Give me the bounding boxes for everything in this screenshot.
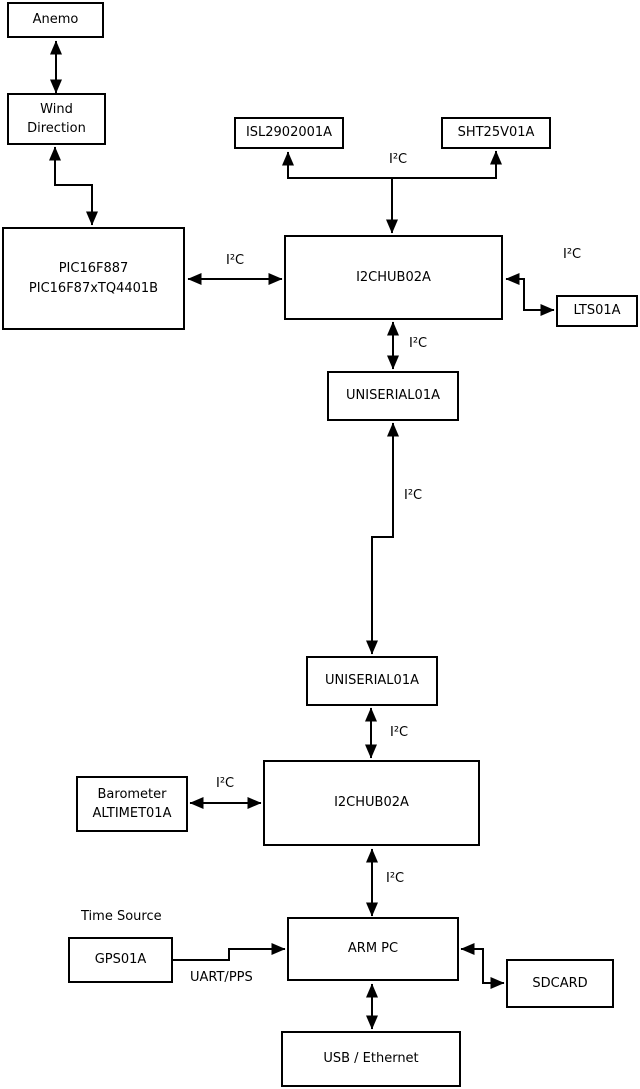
node-i2chub02a-bottom: I2CHUB02A — [263, 760, 480, 846]
node-gps01a-label: GPS01A — [94, 952, 147, 968]
node-barometer-altimet01a-label: Barometer ALTIMET01A — [92, 786, 172, 822]
node-sht25v01a-label: SHT25V01A — [457, 125, 535, 141]
node-uniserial01a-top: UNISERIAL01A — [327, 371, 459, 421]
node-sht25v01a: SHT25V01A — [441, 117, 551, 149]
node-usb-ethernet: USB / Ethernet — [281, 1031, 461, 1087]
label-i2c-lts: I²C — [563, 247, 582, 262]
label-i2c-split-top: I²C — [389, 152, 408, 167]
node-anemo: Anemo — [7, 2, 104, 38]
node-uniserial01a-bottom: UNISERIAL01A — [306, 656, 438, 706]
edge-arm-sdcard — [460, 943, 505, 989]
edge-hub1-lts — [505, 273, 555, 316]
label-i2c-uni1-uni2: I²C — [404, 488, 423, 503]
node-i2chub02a-top: I2CHUB02A — [284, 235, 503, 320]
label-i2c-hub1-uni1: I²C — [409, 336, 428, 351]
node-uniserial01a-top-label: UNISERIAL01A — [346, 388, 440, 404]
node-arm-pc: ARM PC — [287, 917, 459, 981]
label-i2c-baro-hub2: I²C — [216, 776, 235, 791]
node-lts01a: LTS01A — [556, 295, 638, 327]
label-time-source: Time Source — [81, 909, 162, 924]
label-uart-pps: UART/PPS — [190, 970, 253, 985]
node-wind-direction-label: Wind Direction — [27, 101, 86, 137]
node-uniserial01a-bottom-label: UNISERIAL01A — [325, 673, 419, 689]
node-pic16f887-label: PIC16F887 PIC16F87xTQ4401B — [28, 261, 159, 296]
node-anemo-label: Anemo — [32, 12, 79, 28]
edge-gps-arm — [173, 943, 286, 961]
node-isl2902001a-label: ISL2902001A — [245, 125, 333, 141]
node-pic16f887: PIC16F887 PIC16F87xTQ4401B — [2, 227, 185, 330]
node-isl2902001a: ISL2902001A — [234, 117, 344, 149]
label-i2c-pic-hub1: I²C — [226, 253, 245, 268]
node-gps01a: GPS01A — [68, 937, 173, 983]
label-i2c-uni2-hub2: I²C — [390, 725, 409, 740]
node-wind-direction: Wind Direction — [7, 93, 106, 145]
node-arm-pc-label: ARM PC — [347, 941, 399, 957]
edge-wind-pic — [49, 146, 98, 226]
node-barometer-altimet01a: Barometer ALTIMET01A — [76, 776, 188, 832]
node-i2chub02a-top-label: I2CHUB02A — [356, 269, 431, 285]
node-i2chub02a-bottom-label: I2CHUB02A — [334, 795, 409, 811]
node-sdcard-label: SDCARD — [532, 975, 588, 991]
node-usb-ethernet-label: USB / Ethernet — [323, 1051, 419, 1067]
node-sdcard: SDCARD — [506, 959, 614, 1008]
edge-uni1-uni2 — [366, 422, 399, 655]
label-i2c-hub2-arm: I²C — [386, 871, 405, 886]
node-lts01a-label: LTS01A — [573, 303, 621, 319]
